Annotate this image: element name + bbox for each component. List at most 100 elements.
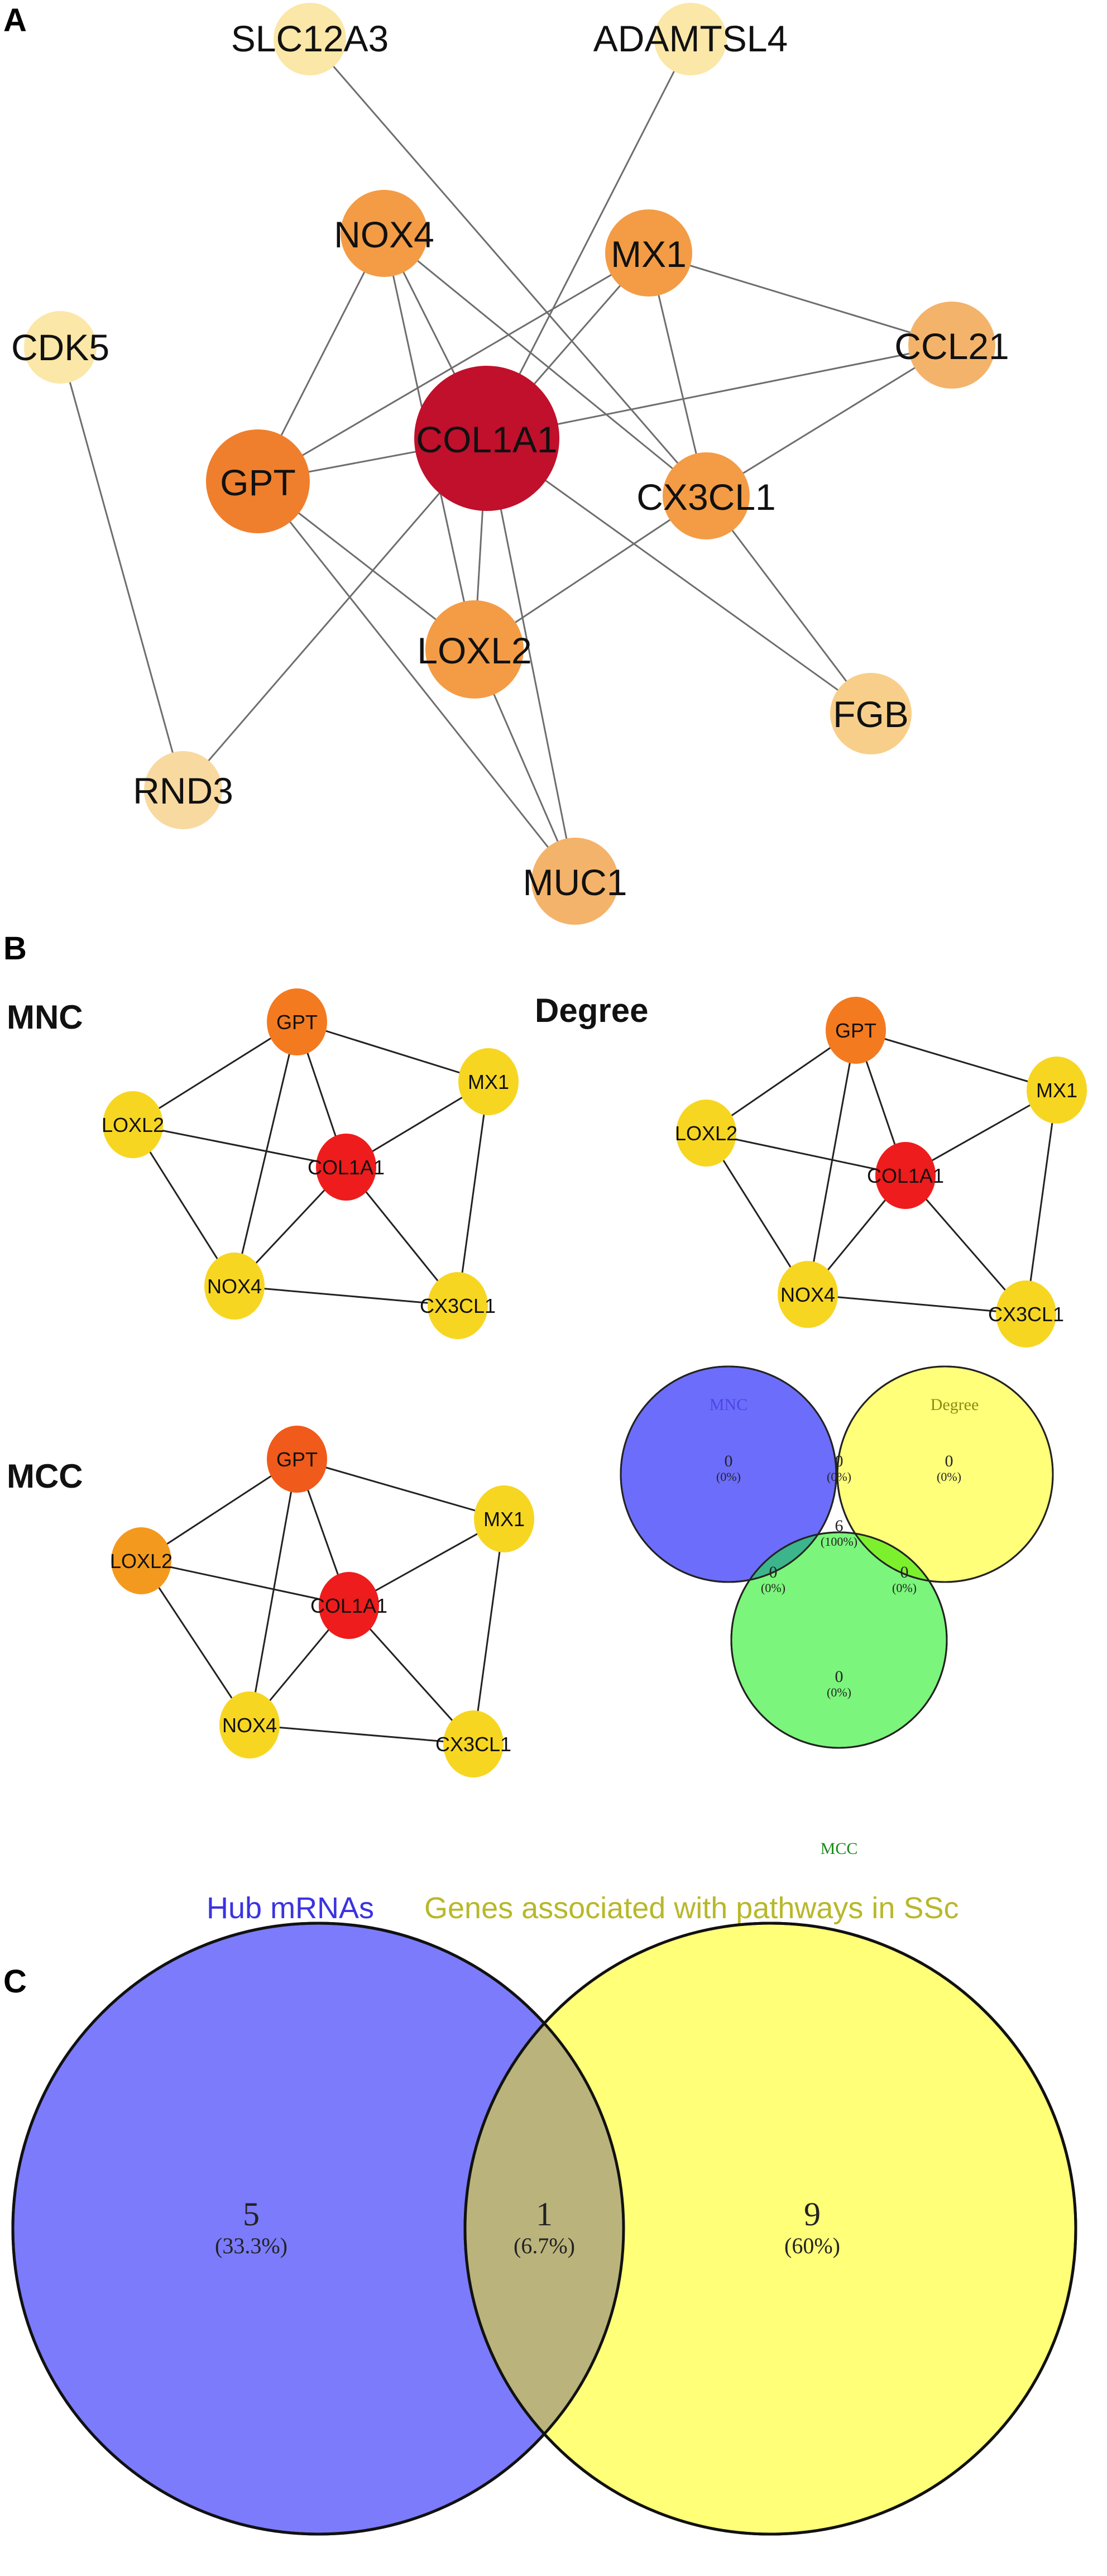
degree-edge-gpt-nox4 — [807, 1030, 857, 1295]
node-adamtsl4 — [654, 3, 727, 75]
mnc-edge-mx1-cx3cl1 — [457, 1081, 490, 1306]
mnc-node-mx1 — [458, 1048, 519, 1115]
node-rnd3 — [144, 751, 222, 829]
venn2-count-both: 1 — [536, 2196, 553, 2233]
edge-cdk5-rnd3 — [59, 347, 184, 791]
venn2-pct-hub-only: (33.3%) — [215, 2233, 287, 2258]
venn3-count-mnc-mcc: 0 — [769, 1563, 778, 1581]
venn3-pct-mcc-only: (0%) — [827, 1685, 851, 1699]
venn2-pct-pathway-only: (60%) — [784, 2233, 840, 2258]
node-ccl21 — [908, 302, 995, 389]
mcc-node-loxl2 — [111, 1527, 171, 1594]
edge-nox4-cx3cl1 — [384, 232, 707, 497]
mnc-edge-nox4-cx3cl1 — [234, 1285, 458, 1307]
node-muc1 — [531, 838, 619, 925]
method-label-mcc: MCC — [7, 1457, 83, 1495]
node-label-fgb: FGB — [833, 694, 909, 735]
edge-slc12a3-cx3cl1 — [309, 39, 707, 496]
method-label-degree: Degree — [535, 992, 648, 1029]
mnc-node-label-nox4: NOX4 — [207, 1275, 262, 1298]
venn2-count-hub-only: 5 — [243, 2196, 260, 2233]
mcc-node-label-nox4: NOX4 — [222, 1714, 277, 1737]
venn3-count-all: 6 — [835, 1517, 844, 1535]
edge-cx3cl1-fgb — [705, 495, 872, 714]
mcc-node-label-mx1: MX1 — [483, 1508, 525, 1531]
venn3-pct-mnc-mcc: (0%) — [761, 1581, 785, 1595]
node-label-muc1: MUC1 — [523, 862, 627, 903]
mnc-node-label-col1a1: COL1A1 — [308, 1156, 385, 1179]
venn2-pct-both: (6.7%) — [514, 2233, 575, 2258]
mnc-node-gpt — [267, 988, 327, 1055]
mcc-node-gpt — [267, 1426, 327, 1493]
edge-ccl21-cx3cl1 — [706, 344, 952, 497]
node-cdk5 — [24, 311, 97, 384]
venn3-count-degree-mcc: 0 — [900, 1563, 909, 1581]
degree-edge-gpt-mx1 — [855, 1029, 1057, 1091]
degree-node-nox4 — [778, 1261, 838, 1328]
edge-col1a1-muc1 — [486, 438, 576, 882]
degree-node-label-col1a1: COL1A1 — [867, 1164, 944, 1187]
venn3-pct-all: (100%) — [821, 1535, 857, 1549]
mcc-node-label-cx3cl1: CX3CL1 — [435, 1733, 511, 1756]
method-label-mnc: MNC — [7, 998, 83, 1036]
node-mx1 — [605, 209, 692, 297]
node-label-gpt: GPT — [220, 462, 296, 503]
edge-mx1-gpt — [257, 252, 649, 482]
mnc-node-loxl2 — [103, 1091, 163, 1158]
mnc-edge-gpt-nox4 — [233, 1021, 298, 1287]
node-gpt — [206, 429, 310, 533]
mnc-node-nox4 — [204, 1253, 265, 1320]
venn3-pct-degree-only: (0%) — [937, 1470, 961, 1484]
mcc-edge-gpt-mx1 — [296, 1458, 505, 1520]
degree-node-label-loxl2: LOXL2 — [675, 1122, 737, 1145]
edge-adamtsl4-col1a1 — [486, 39, 692, 439]
mcc-node-col1a1 — [319, 1572, 379, 1639]
venn3-set-label-degree: Degree — [931, 1395, 979, 1414]
mcc-edge-loxl2-nox4 — [140, 1560, 251, 1726]
degree-node-label-nox4: NOX4 — [780, 1283, 835, 1306]
node-label-nox4: NOX4 — [334, 214, 434, 255]
venn3-count-mnc-degree: 0 — [835, 1452, 844, 1470]
node-cx3cl1 — [663, 452, 750, 539]
mnc-node-label-loxl2: LOXL2 — [102, 1113, 164, 1136]
degree-node-label-cx3cl1: CX3CL1 — [988, 1303, 1064, 1326]
node-label-ccl21: CCL21 — [894, 326, 1009, 367]
edge-col1a1-rnd3 — [182, 438, 488, 791]
node-label-mx1: MX1 — [611, 233, 687, 275]
venn3-set-label-mcc: MCC — [821, 1839, 858, 1858]
mnc-node-label-mx1: MX1 — [468, 1070, 509, 1093]
mcc-node-mx1 — [474, 1485, 534, 1552]
degree-edge-loxl2-col1a1 — [706, 1132, 906, 1177]
venn3-count-mnc-only: 0 — [725, 1452, 733, 1470]
node-nox4 — [341, 190, 428, 277]
mnc-node-cx3cl1 — [428, 1272, 488, 1339]
degree-node-loxl2 — [676, 1100, 736, 1167]
mcc-node-label-col1a1: COL1A1 — [310, 1594, 387, 1617]
degree-node-col1a1 — [875, 1142, 936, 1209]
mcc-edge-nox4-cx3cl1 — [249, 1724, 474, 1745]
venn3-pct-degree-mcc: (0%) — [892, 1581, 917, 1595]
degree-node-label-mx1: MX1 — [1036, 1079, 1077, 1102]
degree-node-gpt — [826, 997, 886, 1064]
venn2-legend-pathway-genes: Genes associated with pathways in SSc — [424, 1891, 959, 1925]
venn-two-set: 5 (33.3%) 1 (6.7%) 9 (60%) — [11, 1922, 1077, 2536]
node-label-col1a1: COL1A1 — [416, 419, 557, 460]
degree-node-mx1 — [1027, 1057, 1087, 1124]
edge-col1a1-fgb — [486, 437, 871, 715]
node-col1a1 — [414, 366, 559, 511]
node-label-rnd3: RND3 — [133, 770, 233, 811]
venn-three-set: MNC Degree MCC 0 (0%) 0 (0%) 0 (0%) 6 (1… — [620, 1365, 1054, 1858]
mnc-edge-loxl2-col1a1 — [132, 1124, 347, 1168]
panel-b-letter: B — [3, 930, 27, 967]
node-label-cdk5: CDK5 — [11, 327, 109, 368]
edge-ccl21-col1a1 — [486, 344, 952, 439]
venn3-count-degree-only: 0 — [945, 1452, 953, 1470]
node-loxl2 — [425, 600, 524, 699]
degree-node-cx3cl1 — [996, 1280, 1056, 1347]
venn3-count-mcc-only: 0 — [835, 1667, 844, 1686]
